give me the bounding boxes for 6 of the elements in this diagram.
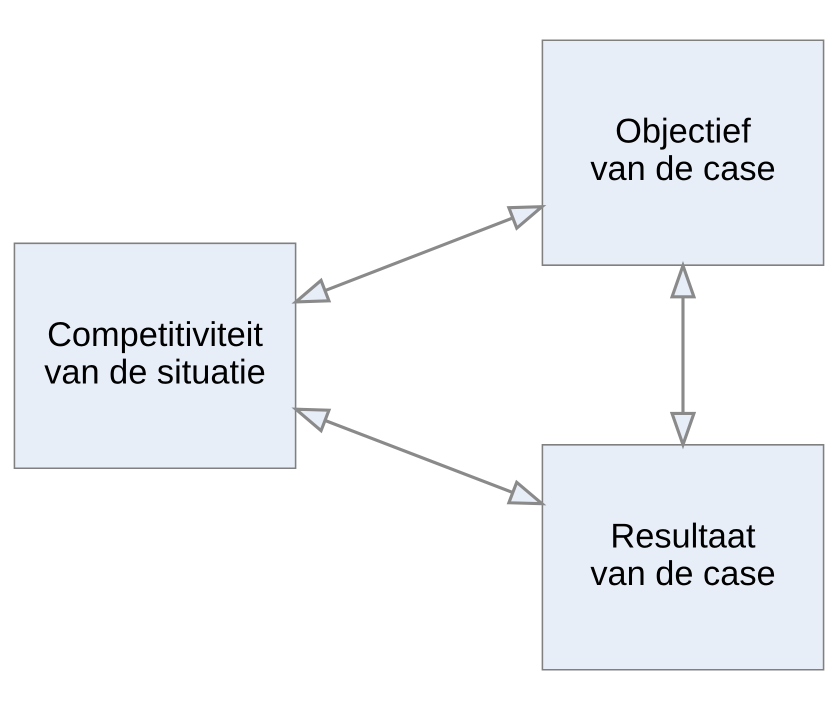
arrow bbox=[670, 260, 696, 450]
arrow bbox=[291, 408, 546, 506]
node-box: Competitiviteit van de situatie bbox=[14, 242, 296, 470]
node-box: Resultaat van de case bbox=[542, 444, 824, 671]
node-box: Objectief van de case bbox=[542, 39, 824, 266]
arrow bbox=[291, 204, 546, 304]
